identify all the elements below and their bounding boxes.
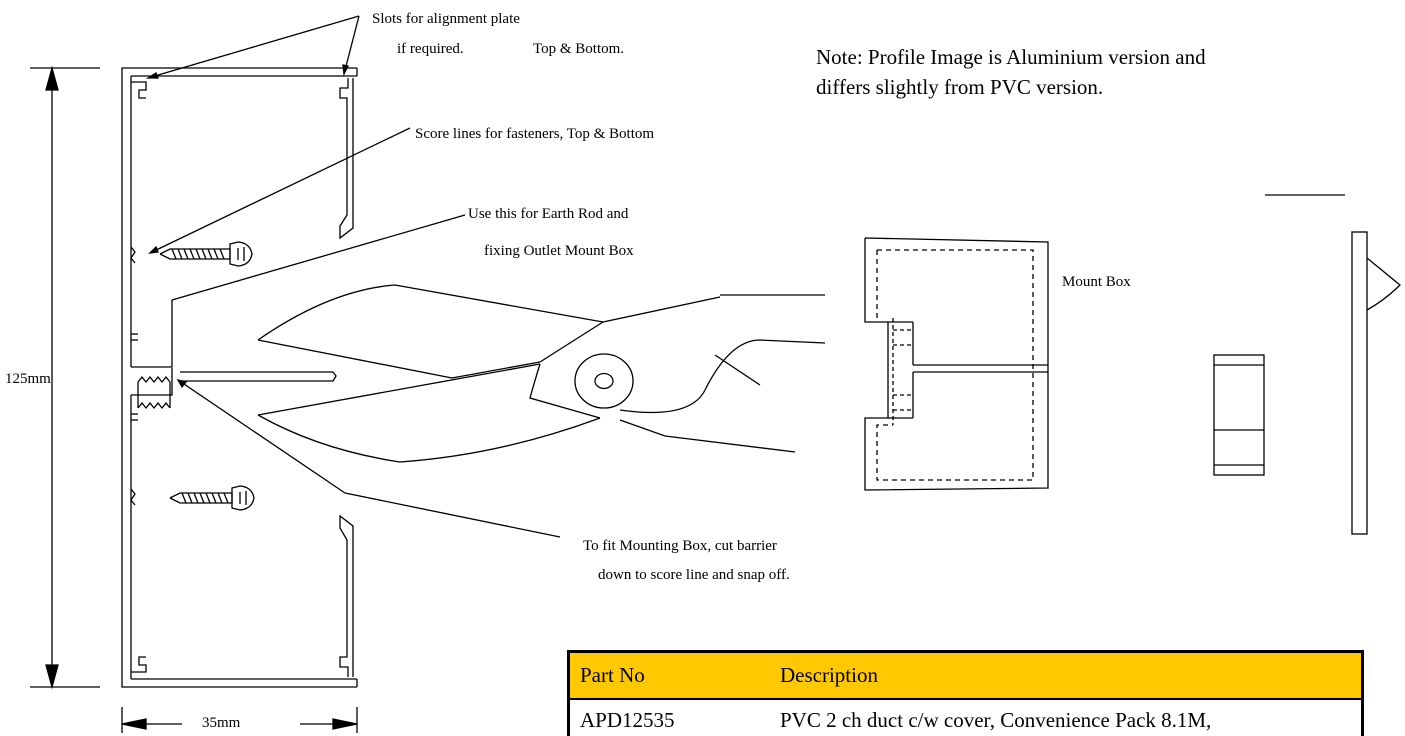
- earth-rod-label-line2: fixing Outlet Mount Box: [484, 243, 634, 259]
- profile-note: Note: Profile Image is Aluminium version…: [816, 42, 1376, 102]
- callout-leaders: [145, 15, 561, 538]
- height-dimension-label: 125mm: [5, 371, 51, 387]
- row-part-no: APD12535: [580, 708, 675, 732]
- mount-box-side-view: [864, 237, 1049, 491]
- mount-box-label: Mount Box: [1062, 274, 1131, 290]
- fit-box-label-line1: To fit Mounting Box, cut barrier: [583, 538, 777, 554]
- slots-label-line2b: Top & Bottom.: [533, 41, 625, 57]
- row-description: PVC 2 ch duct c/w cover, Convenience Pac…: [780, 708, 1212, 732]
- width-dimension-label: 35mm: [202, 715, 241, 731]
- fit-box-label-line2: down to score line and snap off.: [598, 567, 790, 583]
- lower-screw: [169, 485, 255, 511]
- profile-note-line1: Note: Profile Image is Aluminium version…: [816, 45, 1206, 69]
- width-dimension: [121, 707, 358, 733]
- header-description: Description: [780, 663, 878, 687]
- pliers: [257, 284, 826, 463]
- header-part-no: Part No: [580, 663, 645, 687]
- duct-profile: [121, 67, 358, 688]
- height-dimension: [30, 65, 100, 690]
- outlet-side-view: [1213, 194, 1401, 535]
- score-lines-label: Score lines for fasteners, Top & Bottom: [415, 126, 655, 142]
- slots-label-line2a: if required.: [397, 41, 464, 57]
- slots-label-line1: Slots for alignment plate: [372, 11, 520, 27]
- profile-note-line2: differs slightly from PVC version.: [816, 75, 1104, 99]
- earth-rod-label-line1: Use this for Earth Rod and: [468, 206, 629, 222]
- upper-screw: [159, 241, 253, 267]
- parts-table: Part No Description APD12535 PVC 2 ch du…: [567, 650, 1364, 736]
- parts-table-header: Part No Description: [570, 653, 1361, 700]
